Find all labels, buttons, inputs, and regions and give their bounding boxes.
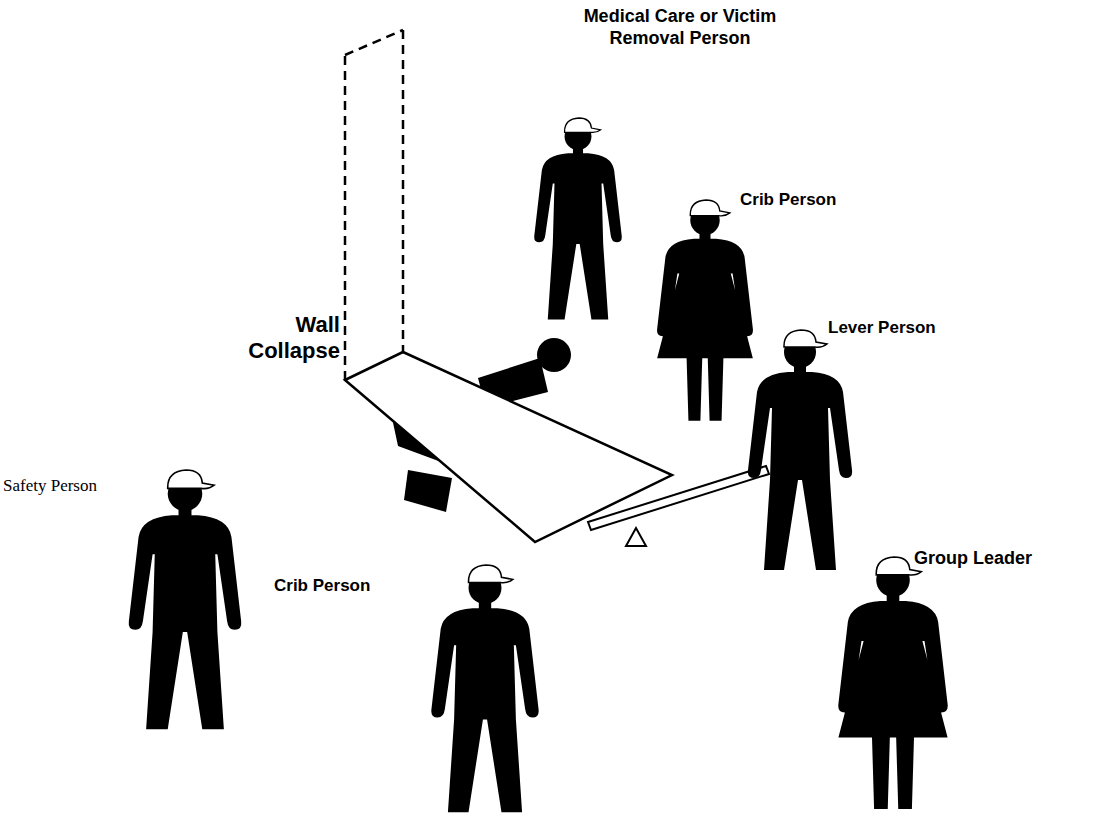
role-label: Crib Person <box>274 576 404 596</box>
hazard-label: Wall Collapse <box>228 312 340 365</box>
rescuer-figure <box>129 470 242 729</box>
rescuer-figures <box>129 118 948 812</box>
wall-outline <box>345 30 403 380</box>
role-label: Lever Person <box>828 318 968 338</box>
rescuer-figure <box>748 330 852 570</box>
role-label: Crib Person <box>740 190 860 210</box>
rescuer-figure <box>534 118 622 320</box>
role-label: Safety Person <box>3 476 133 496</box>
rescuer-figure <box>431 565 538 812</box>
role-label: Group Leader <box>914 548 1084 570</box>
rescuer-figure <box>838 557 947 809</box>
lever-bar <box>588 466 769 546</box>
role-label: Medical Care or Victim Removal Person <box>560 6 800 49</box>
rescuer-figure <box>657 200 753 421</box>
fulcrum <box>626 528 646 546</box>
